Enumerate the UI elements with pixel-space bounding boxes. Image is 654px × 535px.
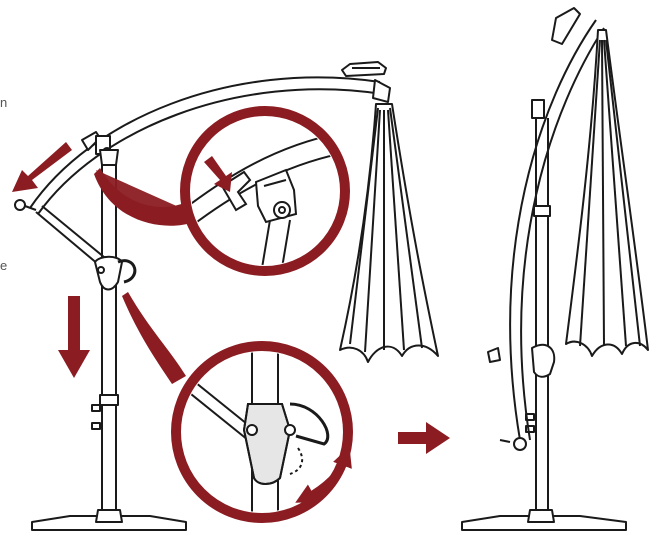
arrow-right bbox=[398, 422, 450, 454]
right-arm bbox=[499, 7, 605, 451]
left-pole bbox=[91, 160, 119, 510]
zoom-lock-detail bbox=[94, 106, 350, 276]
right-umbrella bbox=[461, 7, 649, 531]
left-lock bbox=[81, 131, 119, 166]
arrow-pull bbox=[12, 142, 72, 192]
right-strut bbox=[487, 343, 556, 378]
left-canopy bbox=[339, 103, 439, 363]
cropped-text-top: n bbox=[0, 95, 8, 110]
zoom-strut-detail bbox=[122, 292, 353, 523]
right-canopy bbox=[565, 29, 649, 357]
left-arm bbox=[14, 61, 391, 215]
arrow-down bbox=[58, 296, 90, 378]
cropped-text-mid: e bbox=[0, 258, 8, 273]
left-strut bbox=[35, 205, 137, 291]
right-pole bbox=[525, 118, 551, 510]
right-base bbox=[461, 509, 627, 531]
left-base bbox=[31, 509, 187, 531]
left-umbrella bbox=[14, 61, 439, 531]
